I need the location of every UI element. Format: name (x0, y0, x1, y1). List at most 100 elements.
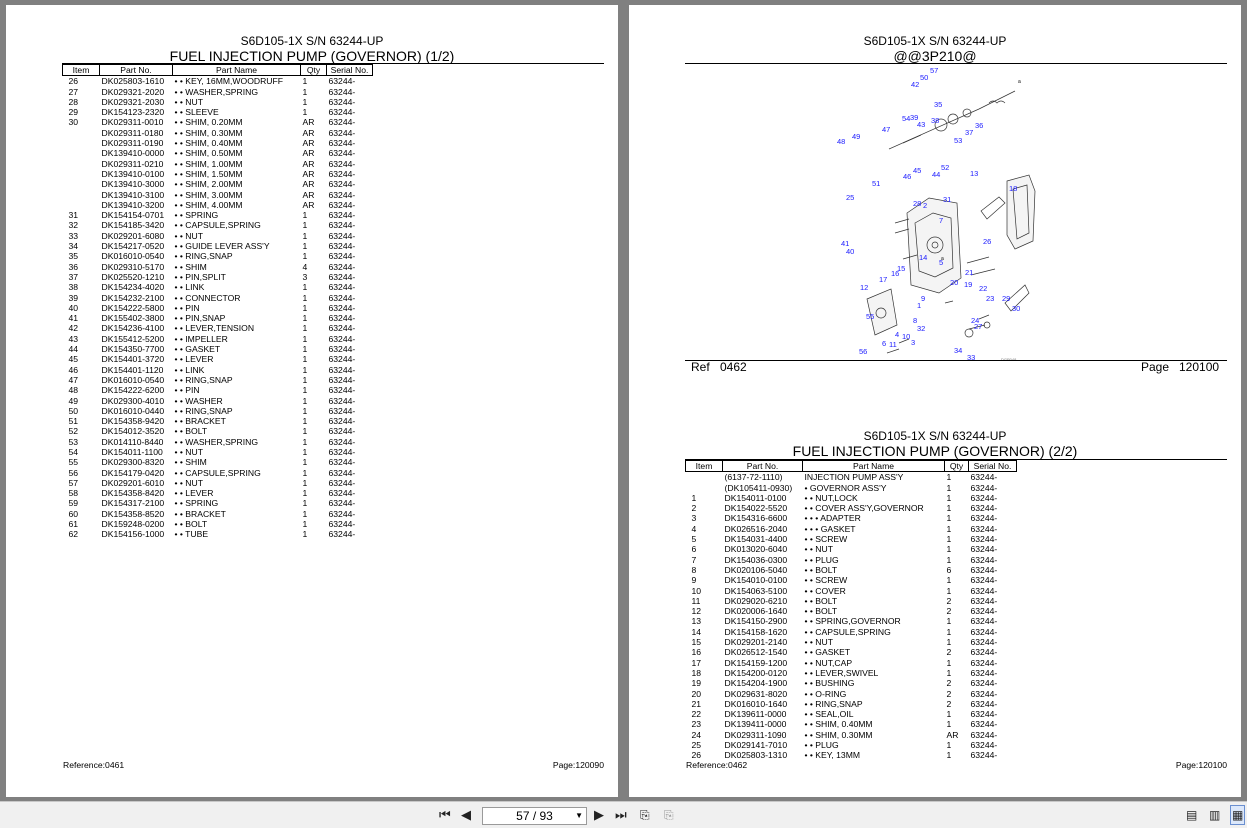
part-name-cell: • • PIN (174, 385, 200, 396)
serial-cell: 63244- (328, 426, 356, 437)
document-page-right: S6D105-1X S/N 63244-UP @@3P210@ (629, 5, 1241, 797)
serial-cell: 63244- (328, 477, 356, 488)
item-cell: 41 (68, 313, 79, 324)
part-name-cell: • • SHIM, 3.00MM (174, 189, 243, 200)
qty-cell: 1 (946, 667, 952, 678)
part-name-cell: • • NUT (804, 544, 833, 555)
single-page-view-icon[interactable]: ▤ (1186, 808, 1198, 822)
serial-cell: 63244- (328, 519, 356, 530)
previous-page-icon[interactable]: ◀ (461, 807, 471, 822)
part-name-cell: • • SHIM, 4.00MM (174, 199, 243, 210)
item-cell: 50 (68, 405, 79, 416)
next-page-icon[interactable]: ▶ (594, 807, 604, 822)
diagram-callout: 56 (859, 347, 867, 356)
part-number-cell: DK029300-8320 (101, 457, 165, 468)
diagram-callout: 49 (852, 132, 860, 141)
serial-cell: 63244- (328, 313, 356, 324)
part-name-cell: • • NUT (174, 446, 203, 457)
qty-cell: 1 (302, 498, 308, 509)
two-page-view-icon[interactable]: ▦ (1230, 805, 1246, 825)
qty-cell: 1 (302, 251, 308, 262)
first-page-icon[interactable]: ⏮ (439, 807, 451, 822)
diagram-callout: 38 (931, 116, 939, 125)
diagram-callout: 40 (846, 247, 854, 256)
qty-cell: 1 (946, 523, 952, 534)
part-number-cell: DK154222-5800 (101, 302, 165, 313)
qty-cell: 2 (946, 678, 952, 689)
serial-cell: 63244- (328, 271, 356, 282)
serial-cell: 63244- (970, 667, 998, 678)
item-cell (63, 190, 100, 200)
diagram-callout: 21 (965, 268, 973, 277)
part-name-cell: • • SHIM, 0.30MM (804, 729, 873, 740)
diagram-callout: 36 (975, 121, 983, 130)
qty-cell: 1 (302, 385, 308, 396)
continuous-view-icon[interactable]: ▥ (1209, 808, 1221, 822)
diagram-callout: 15 (897, 264, 905, 273)
qty-cell: AR (302, 189, 315, 200)
part-number-cell: DK029311-0210 (101, 158, 164, 169)
rotate-view-icon[interactable]: ⎘ (640, 808, 650, 822)
serial-cell: 63244- (970, 503, 998, 514)
part-name-cell: • • NUT,LOCK (804, 492, 858, 503)
item-cell: 26 (691, 750, 702, 761)
part-name-cell: • • CAPSULE,SPRING (174, 220, 261, 231)
item-cell: 52 (68, 426, 79, 437)
item-cell: 48 (68, 385, 79, 396)
item-cell: 13 (691, 616, 702, 627)
last-page-icon[interactable]: ⏭ (615, 807, 627, 822)
part-number-cell: DK016010-0540 (101, 251, 165, 262)
part-name-cell: • • GASKET (804, 647, 851, 658)
serial-cell: 63244- (328, 96, 356, 107)
serial-cell: 63244- (970, 492, 998, 503)
serial-cell: 63244- (328, 467, 356, 478)
part-name-cell: • • IMPELLER (174, 333, 228, 344)
part-name-cell: • • COVER (804, 585, 846, 596)
chevron-down-icon[interactable]: ▼ (575, 811, 583, 820)
diagram-callout: 4 (895, 330, 899, 339)
part-name-cell: • • SHIM, 1.50MM (174, 168, 243, 179)
page-number-input[interactable]: 57 / 93 ▼ (482, 807, 587, 825)
item-cell: 38 (68, 282, 79, 293)
item-cell (63, 128, 100, 138)
column-header: Qty (944, 459, 969, 473)
part-name-cell: • • BOLT (804, 595, 838, 606)
part-name-cell: • • CAPSULE,SPRING (804, 626, 891, 637)
part-number-cell: DK029201-2140 (724, 637, 788, 648)
serial-cell: 63244- (328, 333, 356, 344)
part-name-cell: • • BRACKET (174, 416, 226, 427)
part-number-cell: DK029311-0180 (101, 127, 164, 138)
part-number-cell: DK029631-8020 (724, 688, 788, 699)
item-cell: 46 (68, 364, 79, 375)
qty-cell: 1 (302, 292, 308, 303)
item-cell (63, 179, 100, 189)
diagram-callout: 23 (986, 294, 994, 303)
part-number-cell: DK154156-1000 (101, 529, 165, 540)
item-cell: 14 (691, 626, 702, 637)
reference-label: Reference:0461 (63, 760, 125, 770)
qty-cell: 1 (302, 416, 308, 427)
qty-cell: 1 (302, 446, 308, 457)
part-number-cell: DK154217-0520 (101, 241, 165, 252)
qty-cell: 1 (302, 374, 308, 385)
qty-cell: 1 (302, 220, 308, 231)
serial-cell: 63244- (328, 117, 356, 128)
serial-cell: 63244- (328, 76, 356, 87)
diagram-callout: 29 (1002, 294, 1010, 303)
serial-cell: 63244- (328, 323, 356, 334)
item-cell: 62 (68, 529, 79, 540)
column-header: Part Name (172, 63, 301, 77)
fit-view-icon[interactable]: ⎘ (664, 808, 674, 822)
part-number-cell: DK154011-1100 (101, 446, 163, 457)
